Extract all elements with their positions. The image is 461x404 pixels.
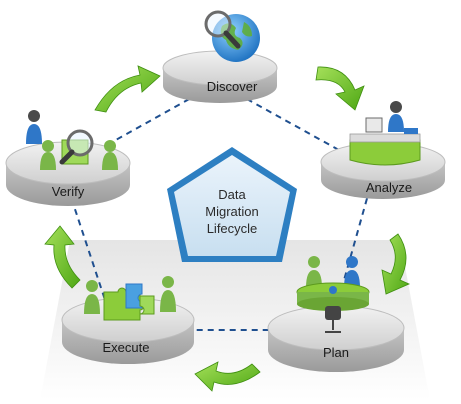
stage-discover: Discover (162, 10, 278, 103)
arrow-execute-to-verify (44, 225, 81, 289)
stage-verify: Verify (5, 110, 131, 206)
arrow-plan-to-execute (194, 361, 261, 392)
puzzle-team-icon (84, 276, 176, 321)
stage-label-execute: Execute (103, 340, 150, 355)
stage-execute: Execute (61, 276, 195, 364)
arrow-verify-to-discover (94, 65, 161, 113)
globe-magnifier-icon (204, 10, 260, 62)
magnifier-team-icon (26, 110, 118, 170)
center-line-2: Migration (205, 204, 258, 219)
arrow-discover-to-analyze (315, 66, 365, 111)
center-line-3: Lifecycle (207, 221, 258, 236)
meeting-table-icon (296, 256, 370, 333)
person-at-desk-icon (349, 101, 421, 166)
cycle-arrows (44, 65, 410, 392)
center-line-1: Data (218, 187, 246, 202)
stage-label-discover: Discover (207, 79, 258, 94)
stage-label-plan: Plan (323, 345, 349, 360)
center-pentagon: Data Migration Lifecycle (167, 147, 297, 262)
stage-plan: Plan (267, 256, 405, 372)
stage-analyze: Analyze (320, 101, 446, 199)
stage-label-analyze: Analyze (366, 180, 412, 195)
stage-label-verify: Verify (52, 184, 85, 199)
arrow-analyze-to-plan (381, 233, 410, 295)
